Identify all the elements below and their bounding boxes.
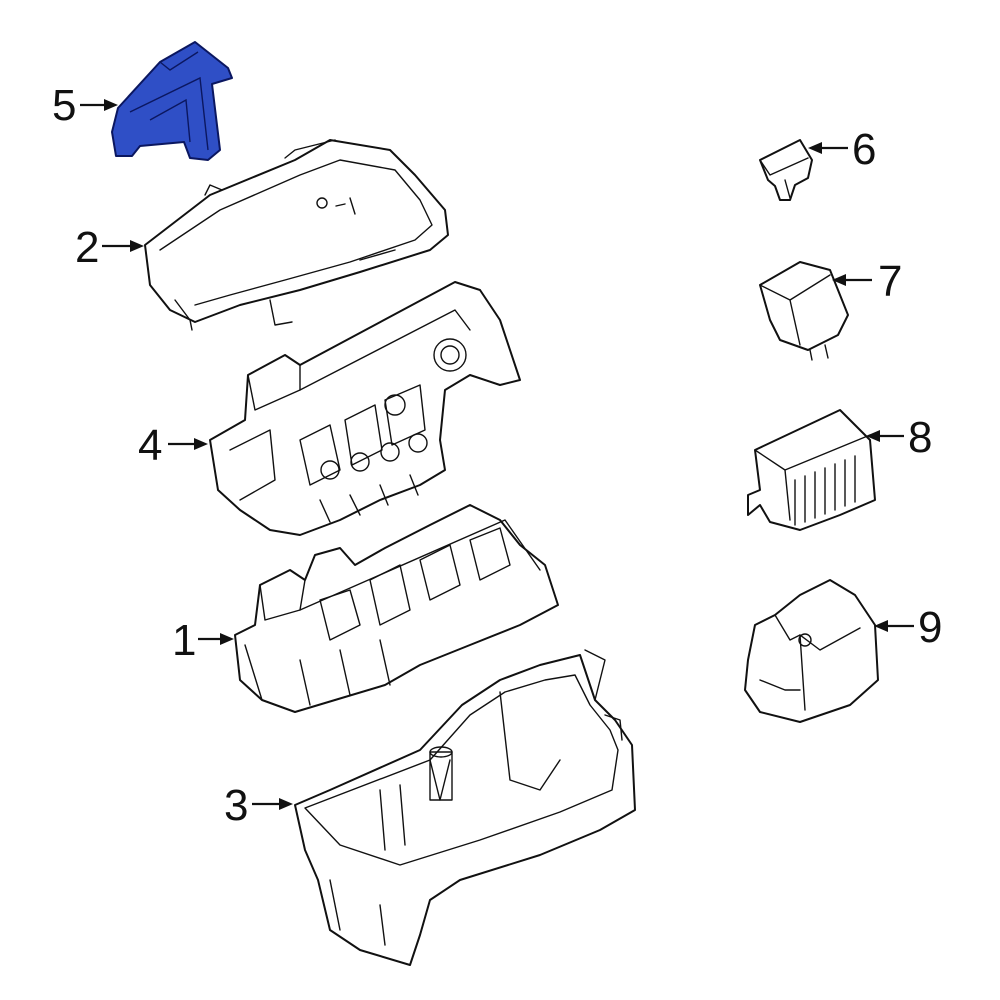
callout-6: 6 — [808, 125, 876, 174]
callout-2: 2 — [75, 223, 144, 272]
callout-number: 1 — [172, 616, 196, 665]
callout-number: 9 — [918, 603, 942, 652]
callout-5: 5 — [52, 81, 118, 130]
part-2-lid[interactable] — [144, 139, 449, 331]
callout-9: 9 — [874, 603, 942, 652]
callout-number: 3 — [224, 781, 248, 830]
part-5-cover[interactable] — [111, 41, 233, 161]
callout-8: 8 — [866, 413, 932, 462]
part-8-connector[interactable] — [747, 409, 876, 531]
callout-number: 7 — [878, 257, 902, 306]
part-9-connector-housing[interactable] — [744, 579, 879, 723]
callout-number: 8 — [908, 413, 932, 462]
callout-number: 2 — [75, 223, 99, 272]
part-7-relay[interactable] — [759, 261, 849, 361]
callout-7: 7 — [832, 257, 902, 306]
callout-number: 6 — [852, 125, 876, 174]
callout-1: 1 — [172, 616, 234, 665]
callout-4: 4 — [138, 421, 208, 470]
part-3-housing[interactable] — [294, 649, 636, 966]
part-6-fuse[interactable] — [759, 139, 813, 201]
part-4-fuse-carrier[interactable] — [209, 281, 521, 536]
callout-3: 3 — [224, 781, 293, 830]
callout-number: 5 — [52, 81, 76, 130]
callout-number: 4 — [138, 421, 162, 470]
part-1-fuse-holder[interactable] — [234, 504, 559, 713]
